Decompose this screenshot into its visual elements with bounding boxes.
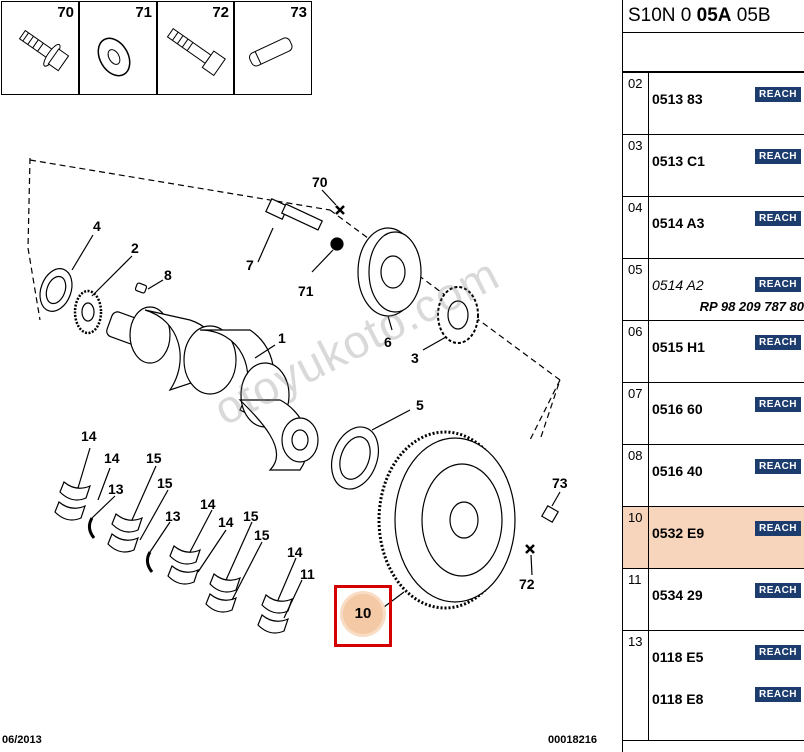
reach-badge: REACH bbox=[755, 459, 801, 474]
row-position: 10 bbox=[623, 507, 649, 568]
part-code[interactable]: 0513 83 bbox=[652, 91, 703, 107]
row-position: 13 bbox=[623, 631, 649, 740]
callout-2[interactable]: 2 bbox=[131, 240, 139, 256]
exploded-parts-diagram: 70 71 72 73 bbox=[1, 1, 597, 746]
replacement-note: RP 98 209 787 80 bbox=[699, 299, 804, 314]
dowel-pin-icon bbox=[249, 37, 293, 67]
callout-3[interactable]: 3 bbox=[411, 350, 419, 366]
reach-badge: REACH bbox=[755, 645, 801, 660]
thumbnail-73[interactable]: 73 bbox=[234, 1, 312, 95]
callout-11[interactable]: 11 bbox=[300, 566, 315, 582]
callout-15[interactable]: 15 bbox=[146, 450, 162, 466]
callout-14[interactable]: 14 bbox=[104, 450, 120, 466]
thumbnail-number: 72 bbox=[212, 4, 229, 21]
callout-10-highlighted[interactable]: 10 bbox=[343, 594, 383, 634]
reach-badge: REACH bbox=[755, 521, 801, 536]
part-code[interactable]: 0118 E5 bbox=[652, 649, 704, 665]
callout-13[interactable]: 13 bbox=[165, 508, 181, 524]
part-code[interactable]: 0118 E8 bbox=[652, 691, 704, 707]
row-position: 05 bbox=[623, 259, 649, 320]
part-code[interactable]: 0515 H1 bbox=[652, 339, 705, 355]
part-code[interactable]: 0514 A2 bbox=[652, 277, 704, 293]
bolt-with-washer-icon bbox=[18, 29, 70, 72]
header-code: S10N 0 bbox=[628, 5, 697, 26]
callout-14[interactable]: 14 bbox=[287, 544, 303, 560]
washer-icon bbox=[97, 37, 131, 77]
callout-15[interactable]: 15 bbox=[254, 527, 270, 543]
row-position: 06 bbox=[623, 321, 649, 382]
row-position: 04 bbox=[623, 197, 649, 258]
callout-71[interactable]: 71 bbox=[298, 283, 314, 299]
watermark: otoyukoto.com bbox=[205, 247, 508, 436]
reach-badge: REACH bbox=[755, 277, 801, 292]
part-code[interactable]: 0532 E9 bbox=[652, 525, 705, 541]
callout-13[interactable]: 13 bbox=[108, 481, 124, 497]
callout-14[interactable]: 14 bbox=[218, 514, 234, 530]
row-position: 02 bbox=[623, 73, 649, 134]
reach-badge: REACH bbox=[755, 211, 801, 226]
thumbnail-71[interactable]: 71 bbox=[79, 1, 157, 95]
row-position: 03 bbox=[623, 135, 649, 196]
callout-4[interactable]: 4 bbox=[93, 218, 101, 234]
thumbnail-number: 71 bbox=[135, 4, 152, 21]
part-code[interactable]: 0516 60 bbox=[652, 401, 703, 417]
reach-badge: REACH bbox=[755, 87, 801, 102]
part-code[interactable]: 0514 A3 bbox=[652, 215, 705, 231]
reach-badge: REACH bbox=[755, 583, 801, 598]
callout-72[interactable]: 72 bbox=[519, 576, 535, 592]
callout-14[interactable]: 14 bbox=[81, 428, 97, 444]
diagram-date: 06/2013 bbox=[2, 734, 42, 746]
highlight-box bbox=[334, 585, 392, 647]
part-code[interactable]: 0516 40 bbox=[652, 463, 703, 479]
bolt-icon bbox=[166, 28, 226, 77]
part-code[interactable]: 0513 C1 bbox=[652, 153, 705, 169]
table-header: S10N 0 05A 05B bbox=[623, 0, 804, 33]
row-position: 11 bbox=[623, 569, 649, 630]
header-variant[interactable]: 05B bbox=[731, 5, 771, 26]
callout-15[interactable]: 15 bbox=[243, 508, 259, 524]
reach-badge: REACH bbox=[755, 149, 801, 164]
diagram-reference: 00018216 bbox=[548, 734, 597, 746]
reach-badge: REACH bbox=[755, 397, 801, 412]
row-position: 07 bbox=[623, 383, 649, 444]
callout-15[interactable]: 15 bbox=[157, 475, 173, 491]
callout-14[interactable]: 14 bbox=[200, 496, 216, 512]
callout-5[interactable]: 5 bbox=[416, 397, 424, 413]
table-blank-row bbox=[623, 33, 804, 73]
reach-badge: REACH bbox=[755, 687, 801, 702]
callout-6[interactable]: 6 bbox=[384, 334, 392, 350]
reach-badge: REACH bbox=[755, 335, 801, 350]
thumbnail-number: 70 bbox=[57, 4, 74, 21]
bearing-shells bbox=[54, 481, 293, 634]
thumbnail-72[interactable]: 72 bbox=[157, 1, 234, 95]
callout-8[interactable]: 8 bbox=[164, 267, 172, 283]
part-code[interactable]: 0534 29 bbox=[652, 587, 703, 603]
callout-70[interactable]: 70 bbox=[312, 174, 328, 190]
thumbnail-70[interactable]: 70 bbox=[1, 1, 79, 95]
callout-1[interactable]: 1 bbox=[278, 330, 286, 346]
header-selected-variant[interactable]: 05A bbox=[696, 5, 732, 26]
callout-73[interactable]: 73 bbox=[552, 475, 568, 491]
row-position: 08 bbox=[623, 445, 649, 506]
thumbnail-number: 73 bbox=[290, 4, 307, 21]
callout-7[interactable]: 7 bbox=[246, 257, 254, 273]
